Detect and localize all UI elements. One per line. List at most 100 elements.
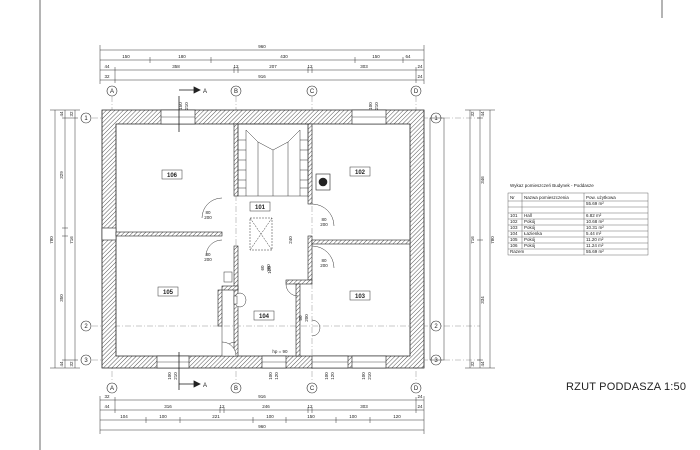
room-tags	[157, 166, 371, 321]
window-dim-4b: 120	[274, 372, 279, 380]
room-106: 106	[167, 173, 178, 179]
dim-bot1-2: 24	[417, 394, 423, 399]
drawing-title: RZUT PODDASZA 1:50	[566, 381, 687, 393]
door-label-4-w: 80	[321, 258, 327, 263]
exterior-walls	[101, 109, 425, 369]
axis-3-right: 3	[434, 358, 438, 364]
stair-dim: 240	[288, 236, 293, 244]
window-dim-4: 100	[268, 372, 273, 380]
window-dim-6: 100	[361, 372, 366, 380]
section-label-bottom: A	[203, 383, 207, 389]
door-label-5-w: 60	[260, 265, 265, 271]
table-row-3-nr: 103	[510, 225, 518, 230]
axis-1-right: 1	[434, 116, 438, 122]
bathroom-fixtures	[221, 271, 321, 357]
axis-1-left: 1	[84, 116, 88, 122]
table-row-5-area: 11.20 m²	[586, 237, 604, 242]
dim-top2-6: 303	[360, 64, 368, 69]
table-row-1-nr: 101	[510, 213, 518, 218]
dim-bot3-2: 100	[159, 414, 167, 419]
window-dim-2: 100	[368, 102, 373, 110]
left-dimensions	[50, 109, 80, 369]
axis-2-left: 2	[84, 324, 88, 330]
dim-right-small-3: 32	[470, 361, 475, 367]
table-header-name: Nazwa pomieszczenia	[524, 195, 569, 200]
dim-right-b: 334	[480, 296, 485, 304]
table-row-3-area: 10.31 m²	[586, 225, 604, 230]
room-105: 105	[163, 290, 174, 296]
room-102: 102	[355, 170, 366, 176]
dim-bot1-1: 32	[104, 394, 110, 399]
table-row-6-nr: 106	[510, 243, 518, 248]
dim-left-mid: 716	[69, 236, 74, 244]
dim-right-a: 346	[480, 176, 485, 184]
table-row-2-nr: 102	[510, 219, 518, 224]
window-dim-3b: 210	[173, 372, 178, 380]
dim-top2-3: 12	[233, 64, 239, 69]
table-row-3-name: Pokój	[524, 225, 535, 230]
door-label-2-w: 80	[205, 252, 211, 257]
section-marker-bottom	[178, 352, 201, 390]
dim-bot3-4: 100	[266, 414, 274, 419]
axis-2-right: 2	[434, 324, 438, 330]
dim-top-5: 64	[405, 54, 411, 59]
dim-top2-1: 44	[104, 64, 110, 69]
dim-left-total: 780	[49, 236, 54, 244]
section-label-top: A	[203, 89, 207, 95]
dim-top-total: 960	[258, 44, 266, 49]
staircase	[237, 123, 309, 251]
table-row-2-area: 10.68 m²	[586, 219, 604, 224]
door-label-1-w: 80	[205, 210, 211, 215]
dim-bot2-7: 24	[417, 404, 423, 409]
window-dim-2b: 210	[374, 102, 379, 110]
table-row-2-name: Pokój	[524, 219, 535, 224]
dim-top2-4: 207	[269, 64, 277, 69]
dim-top-4: 150	[372, 54, 380, 59]
table-header-area: Pow. użytkowa	[586, 195, 616, 200]
dim-bot3-3: 221	[212, 414, 220, 419]
door-label-6-h: 200	[304, 314, 309, 322]
door-label-2-h: 200	[204, 257, 212, 262]
table-row-6-name: Pokój	[524, 243, 535, 248]
dim-right-mid: 716	[470, 236, 475, 244]
section-marker-top	[178, 86, 201, 132]
dim-bot3-7: 120	[393, 414, 401, 419]
window-dim-1b: 210	[184, 102, 189, 110]
window-dim-6b: 210	[367, 372, 372, 380]
right-dimensions	[465, 109, 495, 369]
room-101: 101	[255, 205, 266, 211]
axis-bubbles	[80, 85, 442, 394]
window-glass-lines	[157, 116, 386, 363]
dim-right-total: 780	[490, 236, 495, 244]
table-row-6-area: 11.24 m²	[586, 243, 604, 248]
dim-right-small-2: 44	[480, 111, 485, 117]
top-dimensions	[99, 45, 425, 84]
window-openings	[101, 109, 387, 369]
dim-left-a: 329	[59, 171, 64, 179]
room-104: 104	[259, 314, 270, 320]
dim-bot2-6: 303	[360, 404, 368, 409]
bottom-dimensions	[99, 396, 425, 434]
dim-left-small-1: 44	[59, 111, 64, 117]
axis-d-bottom: D	[414, 386, 419, 392]
table-row-4-area: 5.44 m²	[586, 231, 602, 236]
dim-bot2-1: 44	[104, 404, 110, 409]
stair-dim-2: 120	[267, 266, 272, 274]
dim-bot3-6: 100	[349, 414, 357, 419]
dim-right-small-1: 32	[470, 111, 475, 117]
door-label-4-h: 200	[320, 263, 328, 268]
axis-c-top: C	[310, 89, 315, 95]
window-dim-5: 100	[324, 372, 329, 380]
door-label-3-w: 80	[321, 217, 327, 222]
door-label-3-h: 200	[320, 222, 328, 227]
axis-d-top: D	[414, 89, 419, 95]
axis-a-bottom: A	[110, 386, 114, 392]
table-row-5-name: Pokój	[524, 237, 535, 242]
chimney	[315, 173, 331, 191]
room-table	[507, 192, 649, 256]
table-row-5-nr: 105	[510, 237, 518, 242]
axis-b-bottom: B	[234, 386, 238, 392]
dim-left-small-4: 32	[69, 361, 74, 367]
dim-top2-7: 24	[417, 64, 423, 69]
